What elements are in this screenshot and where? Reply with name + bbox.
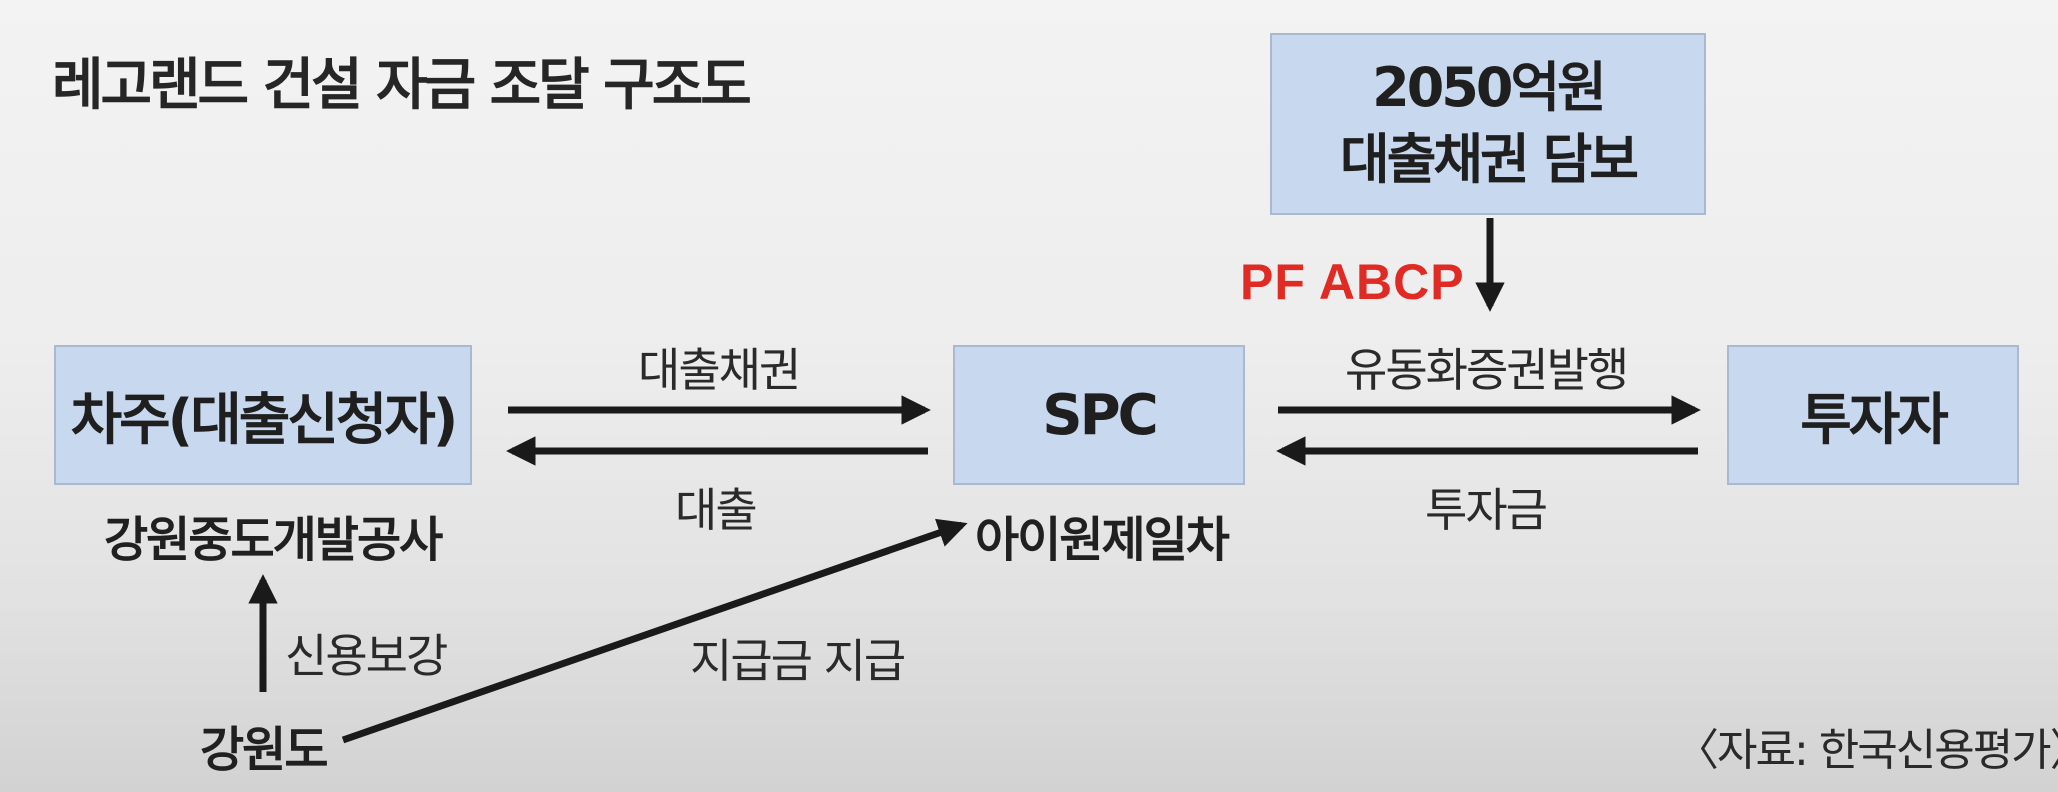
investor-box: 투자자 xyxy=(1727,345,2019,485)
credit-enhancement-label: 신용보강 xyxy=(285,629,448,683)
diagram-title: 레고랜드 건설 자금 조달 구조도 xyxy=(52,53,752,118)
spc-label: SPC xyxy=(1042,382,1158,448)
pf-abcp-label: PF ABCP xyxy=(1240,254,1465,310)
securities-issue-label: 유동화증권발행 xyxy=(1345,343,1629,397)
payment-label: 지급금 지급 xyxy=(690,634,906,688)
loan-label: 대출 xyxy=(675,483,758,537)
borrower-label: 차주(대출신청자) xyxy=(70,387,459,453)
collateral-amount: 2050억원 xyxy=(1372,56,1607,119)
province-label: 강원도 xyxy=(200,722,328,778)
spc-box: SPC xyxy=(953,345,1245,485)
collateral-label: 대출채권 담보 xyxy=(1340,128,1639,191)
arrow-province-to-spc xyxy=(341,518,968,744)
collateral-box: 2050억원 대출채권 담보 xyxy=(1270,33,1706,215)
spc-sublabel: 아이원제일차 xyxy=(975,512,1230,568)
investment-label: 투자금 xyxy=(1425,483,1548,537)
borrower-sublabel: 강원중도개발공사 xyxy=(104,512,443,568)
investor-label: 투자자 xyxy=(1800,387,1949,453)
source-note: 〈자료: 한국신용평가〉 xyxy=(1675,725,2058,776)
borrower-box: 차주(대출신청자) xyxy=(54,345,472,485)
loan-receivable-label: 대출채권 xyxy=(638,343,801,397)
